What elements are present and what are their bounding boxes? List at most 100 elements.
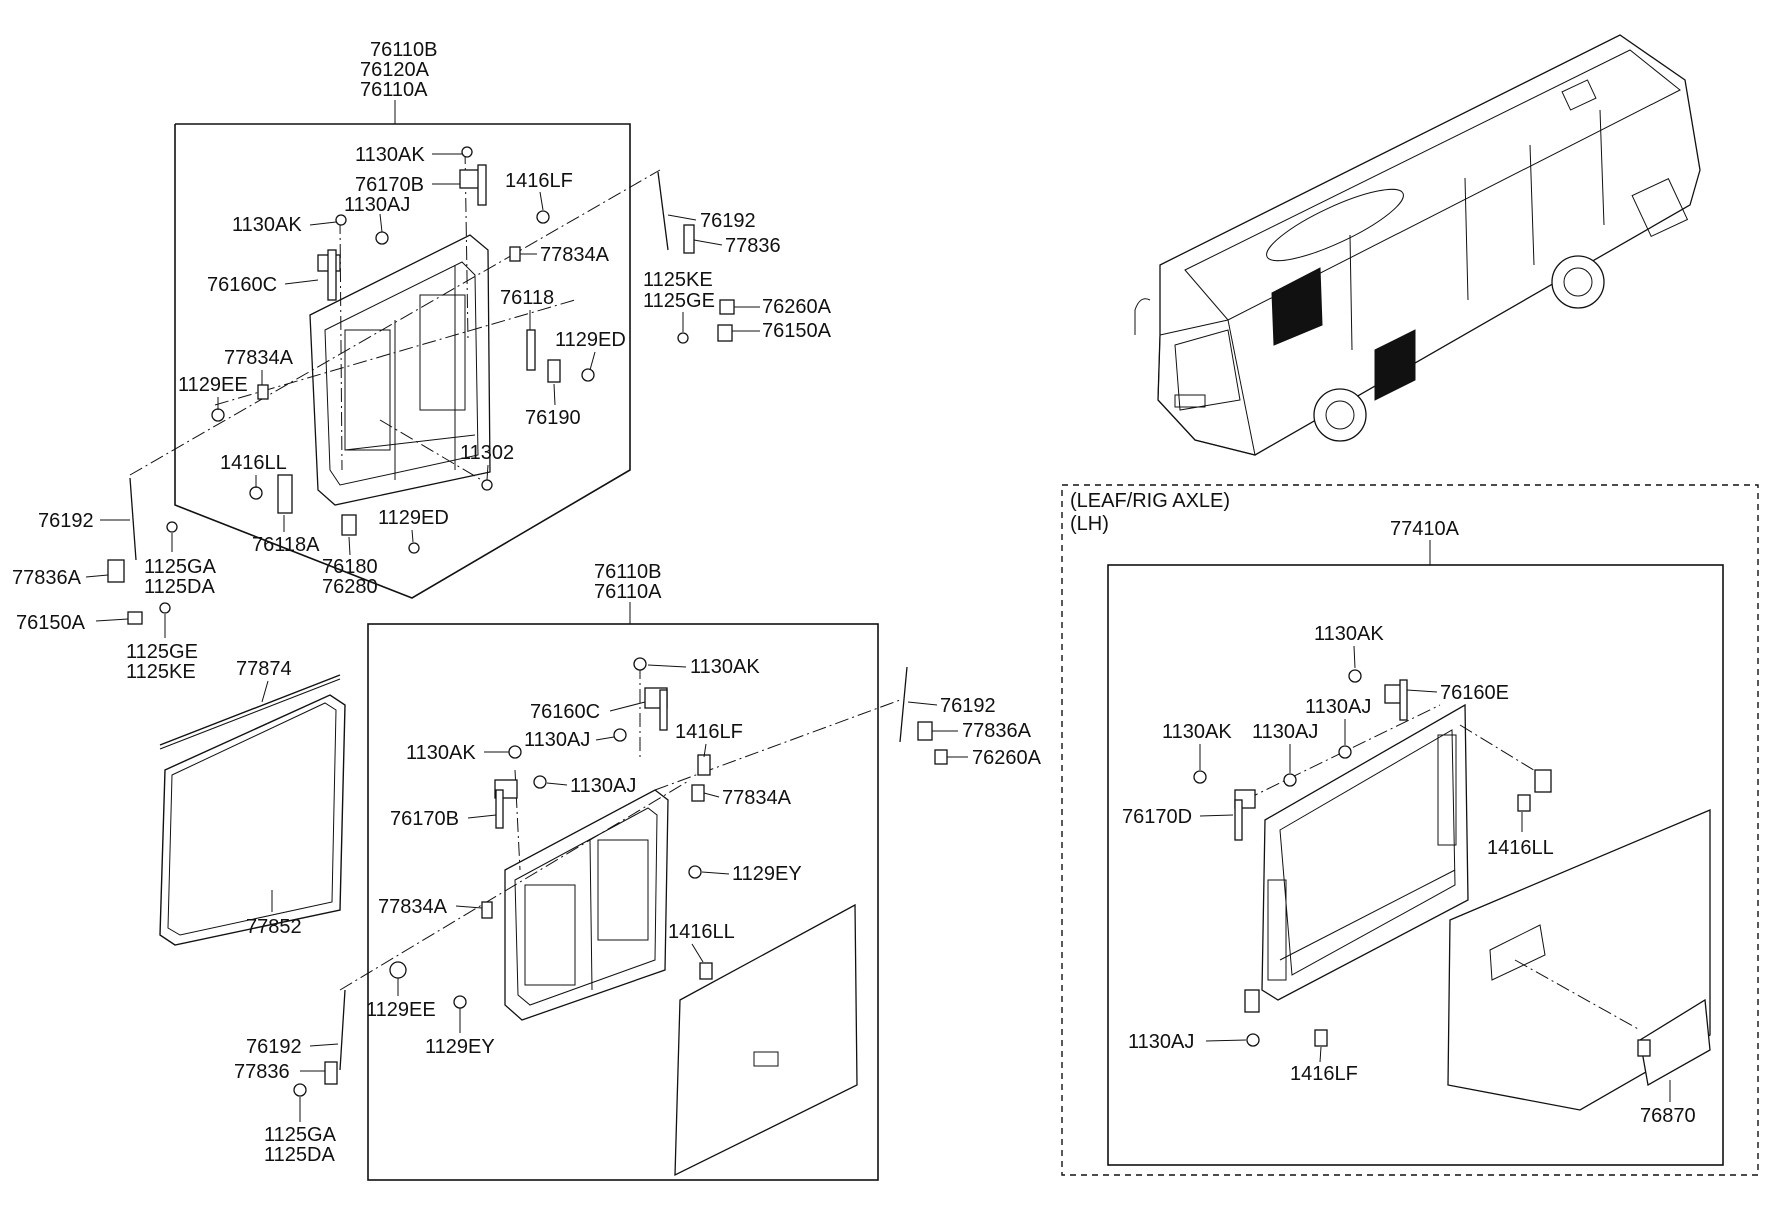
label: 76150A [16, 612, 86, 634]
label: 77836A [962, 720, 1032, 742]
label: 76180 [322, 556, 378, 578]
label: 77852 [246, 916, 302, 938]
bolt-icon [453, 995, 467, 1009]
label: 1416LF [1290, 1063, 1358, 1085]
clip-icon [1534, 769, 1552, 793]
view3-leaf-rig-axle: (LEAF/RIG AXLE) (LH) 77410A [1061, 484, 1759, 1176]
cover-plate [1639, 998, 1711, 1087]
clip-icon [536, 210, 550, 224]
door-frame-panel [309, 234, 491, 506]
hinge-icon [477, 164, 487, 206]
bracket-icon [683, 224, 695, 254]
label: 1129EE [366, 999, 436, 1021]
label: 1130AJ [1252, 721, 1318, 743]
label: 76118A [252, 534, 320, 556]
label: 1416LL [220, 452, 287, 474]
bolt-icon [508, 745, 522, 759]
view3-header: 77410A [1390, 518, 1460, 540]
label: 1130AK [690, 656, 760, 678]
label: 76260A [762, 296, 832, 318]
clip-icon [697, 754, 711, 776]
bolt-icon [1338, 745, 1352, 759]
label: 76192 [246, 1036, 302, 1058]
bracket-icon [917, 721, 933, 741]
gas-strut-icon [339, 989, 346, 1071]
view1-header-line3: 76110A [360, 79, 428, 101]
label: 1130AK [1314, 623, 1384, 645]
bumper-icon [699, 962, 713, 980]
view1-exploded-door: 76110B 76120A 76110A [12, 39, 832, 683]
label: 1125KE [643, 269, 713, 291]
hinge-icon [659, 689, 668, 731]
bracket-icon [717, 324, 733, 342]
hinge-icon [495, 789, 504, 829]
label: 1416LF [505, 170, 573, 192]
label: 76870 [1640, 1105, 1696, 1127]
label: 1130AJ [524, 729, 590, 751]
door-frame-panel [504, 789, 669, 1021]
latch-icon [547, 359, 561, 383]
hinge-icon [327, 249, 337, 301]
view2-exploded-door: 76110B 76110A [234, 561, 1042, 1181]
wheel-icon [1551, 255, 1605, 309]
gas-strut-icon [899, 666, 908, 743]
label: 76160C [530, 701, 600, 723]
view2-frame [367, 623, 879, 1181]
gas-strut-icon [657, 171, 669, 251]
label: 76260A [972, 747, 1042, 769]
bracket-icon [127, 611, 143, 625]
label: 76280 [322, 576, 378, 598]
door-skin-panel [1447, 809, 1711, 1111]
label: 77836 [234, 1061, 290, 1083]
view1-header-line1: 76110B [370, 39, 437, 61]
label: 1125DA [264, 1144, 335, 1166]
bumper-icon [1314, 1029, 1328, 1047]
view2-header-line1: 76110B [594, 561, 661, 583]
view3-frame [1107, 564, 1724, 1166]
label: 76192 [38, 510, 94, 532]
view1-frame [174, 123, 631, 599]
door-frame-panel [1261, 703, 1469, 1001]
label: 76190 [525, 407, 581, 429]
clip-icon [481, 901, 493, 919]
label: 76150A [762, 320, 832, 342]
clip-icon [509, 246, 521, 262]
bolt-icon [211, 408, 225, 422]
label: 1416LF [675, 721, 743, 743]
label: 1125GA [264, 1124, 337, 1146]
bolt-icon [293, 1083, 307, 1097]
bolt-icon [1283, 773, 1297, 787]
label: 1129EE [178, 374, 248, 396]
bolt-icon [581, 368, 595, 382]
label: 11302 [460, 442, 514, 464]
label: 77834A [540, 244, 610, 266]
gas-strut-icon [129, 477, 137, 561]
label: 76170D [1122, 806, 1192, 828]
bolt-icon [688, 865, 702, 879]
highlight-area [1374, 329, 1416, 401]
cap-icon [719, 299, 735, 315]
label: 76192 [700, 210, 756, 232]
label: 76170B [390, 808, 459, 830]
label: 1129EY [425, 1036, 495, 1058]
bracket-icon [1244, 989, 1260, 1013]
bolt-icon [389, 961, 407, 979]
bolt-icon [159, 602, 171, 614]
label: 1416LL [1487, 837, 1554, 859]
view3-caption-line2: (LH) [1070, 513, 1109, 535]
door-skin-panel [674, 903, 858, 1177]
grille-icon [1174, 394, 1206, 408]
bolt-icon [481, 479, 493, 491]
label: 1130AK [232, 214, 302, 236]
label: 76160C [207, 274, 277, 296]
label: 77836 [725, 235, 781, 257]
bolt-icon [613, 728, 627, 742]
bolt-icon [461, 146, 473, 158]
label: 1130AJ [1305, 696, 1371, 718]
label: 77834A [378, 896, 448, 918]
label: 1130AK [355, 144, 425, 166]
bolt-icon [335, 214, 347, 226]
bolt-icon [1193, 770, 1207, 784]
clip-icon [257, 384, 269, 400]
wheel-icon [1313, 388, 1367, 442]
